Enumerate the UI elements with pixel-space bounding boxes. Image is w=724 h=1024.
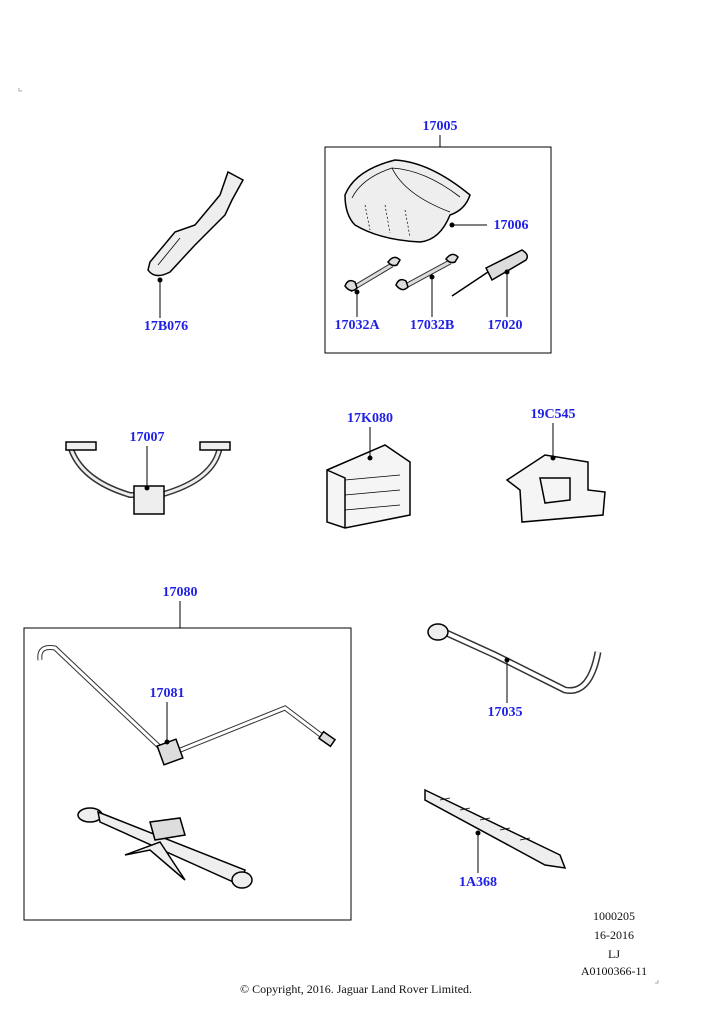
wrench-a-drawing — [344, 256, 401, 293]
tool-kit-group-box — [324, 135, 552, 354]
bracket-17k080-drawing — [326, 444, 411, 529]
scissor-jack-drawing — [77, 807, 253, 889]
part-label-17b076[interactable]: 17B076 — [143, 319, 189, 334]
rail-1a368-drawing — [424, 788, 567, 869]
jack-handle-drawing — [37, 645, 337, 766]
wheel-brace-drawing — [427, 623, 602, 694]
footer-ref-4: A0100366-11 — [580, 964, 648, 978]
footer-ref-3: LJ — [608, 947, 620, 961]
part-label-17035[interactable]: 17035 — [487, 705, 523, 720]
wrench-b-drawing — [395, 253, 459, 291]
part-label-17005[interactable]: 17005 — [422, 119, 458, 134]
jack-group-box — [23, 627, 352, 921]
footer-ref-1: 1000205 — [593, 909, 635, 923]
part-label-17080[interactable]: 17080 — [162, 585, 198, 600]
part-label-17081[interactable]: 17081 — [149, 686, 185, 701]
part-label-19c545[interactable]: 19C545 — [530, 407, 576, 422]
copyright-text: © Copyright, 2016. Jaguar Land Rover Lim… — [239, 982, 473, 996]
part-label-17006[interactable]: 17006 — [493, 218, 529, 233]
part-label-1a368[interactable]: 1A368 — [458, 875, 498, 890]
part-label-17k080[interactable]: 17K080 — [347, 411, 393, 426]
tool-roll-drawing — [344, 159, 471, 243]
part-label-17032b[interactable]: 17032B — [409, 318, 455, 333]
part-label-17032a[interactable]: 17032A — [334, 318, 380, 333]
bracket-17b076-drawing — [147, 170, 245, 277]
footer-ref-2: 16-2016 — [594, 928, 634, 942]
part-label-17020[interactable]: 17020 — [487, 318, 523, 333]
part-label-17007[interactable]: 17007 — [129, 430, 165, 445]
bracket-19c545-drawing — [505, 454, 606, 523]
screwdriver-drawing — [451, 249, 529, 297]
strap-17007-drawing — [65, 441, 231, 515]
